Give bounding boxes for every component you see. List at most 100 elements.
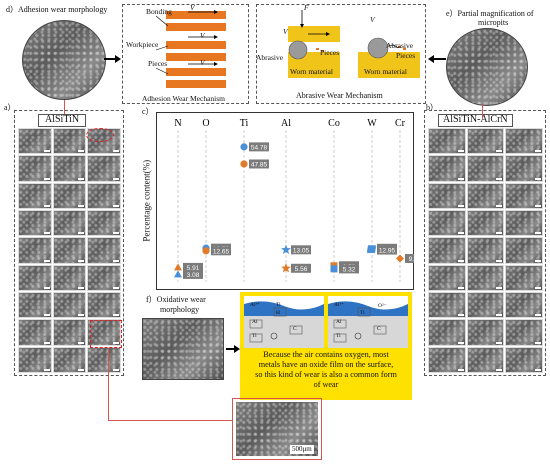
data-point-o-12-65: [202, 247, 210, 255]
data-label-cr-9-54: 9.54: [409, 256, 414, 263]
sem-thumbnail: [505, 346, 543, 373]
arrow-d-to-mech: [104, 58, 118, 60]
ox-text-line-3: so this kind of wear is also a common fo…: [255, 370, 397, 379]
data-point-ti-47-85: [240, 160, 248, 168]
sem-thumbnail: [18, 237, 52, 264]
sem-thumbnail: [52, 264, 87, 291]
scale-bar-mark: [112, 341, 119, 344]
scale-bar-mark: [43, 341, 50, 344]
data-label-ti-47-85: 47.85: [251, 161, 268, 168]
category-label-ti: Ti: [240, 118, 249, 129]
data-point-cr-9-54: [396, 254, 404, 263]
scale-bar-mark: [43, 286, 50, 289]
sem-thumbnail: [87, 319, 121, 346]
connector-vert: [108, 348, 109, 420]
scale-bar-mark: [457, 204, 464, 207]
sem-thumbnail: [87, 237, 121, 264]
panel-d-title: d）Adhesion wear morphology: [6, 5, 108, 14]
sem-thumbnail: [428, 210, 466, 237]
data-label-bg-al-5-56: [291, 263, 311, 273]
scale-bar-mark: [78, 259, 85, 262]
sem-thumbnail: [87, 210, 121, 237]
scale-bar-mark: [457, 368, 464, 371]
scale-bar-mark: [43, 150, 50, 153]
scale-bar-mark: [496, 177, 503, 180]
sem-thumbnail: [18, 128, 52, 155]
data-label-bg-ti-54-78: [249, 142, 269, 152]
scale-bar-mark: [43, 177, 50, 180]
scale-bar-mark: [78, 177, 85, 180]
connector-b-to-e: [482, 104, 483, 118]
category-label-al: Al: [281, 118, 291, 129]
connector-a-to-d: [64, 100, 65, 114]
scale-bar-mark: [534, 368, 541, 371]
sem-thumbnail: [428, 155, 466, 182]
highlight-ellipse-a: [86, 128, 114, 142]
sem-thumbnail: [18, 319, 52, 346]
scale-bar-mark: [457, 286, 464, 289]
sem-thumbnail: [87, 155, 121, 182]
data-label-bg-n-3-08: [183, 269, 203, 279]
pieces-left-label: Pieces: [320, 48, 340, 57]
panel-b-tag: b）: [426, 103, 438, 112]
data-label-bg-w-12-95: [377, 245, 397, 255]
sem-thumbnail: [87, 292, 121, 319]
data-point-co-5-32: [330, 265, 338, 273]
sem-thumbnail: [52, 210, 87, 237]
category-label-o: O: [202, 118, 209, 129]
sem-thumbnail: [466, 182, 505, 209]
data-point-al-5-56: [281, 263, 291, 273]
arrow-head-f: [234, 345, 240, 353]
panel-c-tag: c）: [142, 107, 154, 116]
panel-a-thumb-grid: [18, 128, 122, 374]
data-label-bg-co-5-32: [339, 264, 359, 274]
data-label-bg-ti-47-85: [249, 159, 269, 169]
arrow-e-to-abrasive: [432, 58, 446, 60]
abrasive-left-label: Abrasive: [256, 53, 284, 62]
ox-text-line-4: of wear: [313, 380, 339, 389]
velocity-label-1: V: [190, 3, 195, 12]
sem-thumbnail: [428, 346, 466, 373]
sem-thumbnail: [466, 264, 505, 291]
scale-bar-mark: [43, 368, 50, 371]
velocity-label-2: V: [200, 31, 205, 40]
data-label-bg-n-5-91: [183, 262, 203, 272]
sem-thumbnail: [18, 292, 52, 319]
panel-f-title: f）Oxidative wear: [146, 295, 206, 304]
pieces-right-label: Pieces: [396, 51, 416, 60]
scale-bar-mark: [496, 150, 503, 153]
sem-thumbnail: [52, 237, 87, 264]
scale-bar-mark: [43, 314, 50, 317]
scale-bar-mark: [112, 150, 119, 153]
data-label-co-5-32: 5.32: [343, 266, 356, 273]
sem-thumbnail: [428, 237, 466, 264]
data-label-bg-al-13-05: [291, 245, 311, 255]
micropits-photo: [446, 28, 528, 106]
worn-left-label: Worn material: [290, 67, 333, 76]
sem-thumbnail: [428, 292, 466, 319]
data-label-al-13-05: 13.05: [293, 247, 310, 254]
sem-thumbnail: [505, 155, 543, 182]
sem-thumbnail: [18, 210, 52, 237]
scale-bar-mark: [78, 368, 85, 371]
sem-thumbnail: [505, 210, 543, 237]
scale-bar-mark: [534, 177, 541, 180]
category-label-w: W: [367, 118, 377, 129]
sem-thumbnail: [87, 346, 121, 373]
connector-horiz: [108, 420, 232, 421]
scale-bar-mark: [43, 232, 50, 235]
abrasive-diagram: [258, 8, 424, 84]
panel-e-title-2: micropits: [478, 18, 509, 27]
scale-bar-mark: [496, 368, 503, 371]
sem-thumbnail: [428, 128, 466, 155]
sem-thumbnail: [52, 319, 87, 346]
adhesion-caption: Adhesion Wear Mechanism: [142, 94, 225, 103]
velocity-label-3: V: [200, 58, 205, 67]
scale-bar-mark: [112, 232, 119, 235]
chart-area: NOTiAlCoWCr5.913.0813.7212.6554.7847.851…: [156, 112, 425, 290]
abrasive-mechanism-box: [256, 4, 426, 104]
scale-bar-mark: [534, 150, 541, 153]
scale-bar-mark: [112, 204, 119, 207]
sem-thumbnail: [428, 182, 466, 209]
scale-bar-mark: [78, 204, 85, 207]
